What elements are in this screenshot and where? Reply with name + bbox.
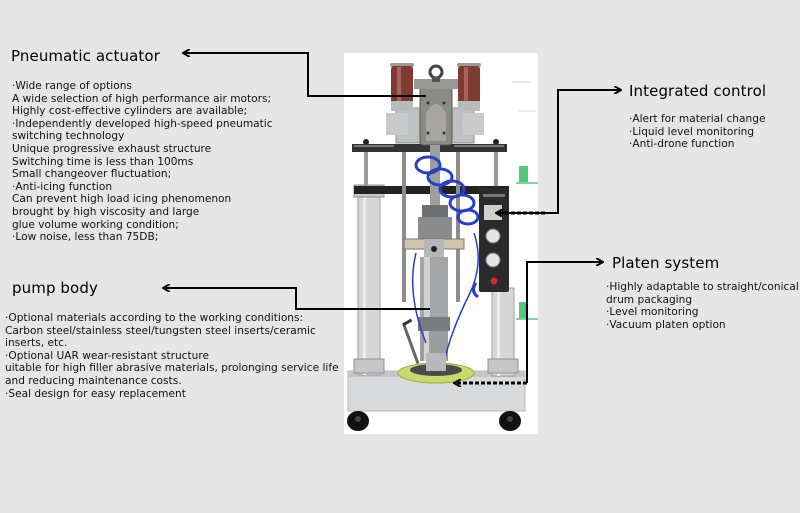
description-line: ·Alert for material change xyxy=(629,113,766,125)
left-column xyxy=(353,139,385,376)
platen-system-heading: Platen system xyxy=(612,254,720,272)
description-line: Small changeover fluctuation; xyxy=(12,168,172,181)
description-line: ·Level monitoring xyxy=(606,306,699,319)
description-line: Highly cost-effective cylinders are avai… xyxy=(12,105,248,118)
emergency-button xyxy=(490,277,498,285)
description-line: and reducing maintenance costs. xyxy=(5,374,182,387)
green-indicator-top xyxy=(519,166,528,182)
description-line: ·Seal design for easy replacement xyxy=(5,387,186,400)
description-line: ·Independently developed high-speed pneu… xyxy=(12,117,273,130)
description-line: ·Vacuum platen option xyxy=(606,318,726,331)
guide-rod-right xyxy=(456,152,460,302)
description-line: uitable for high filler abrasive materia… xyxy=(5,362,339,375)
description-line: Switching time is less than 100ms xyxy=(12,155,194,168)
machine-photo xyxy=(344,53,538,434)
machine-illustration xyxy=(347,63,538,431)
air-cylinder-right xyxy=(457,63,481,111)
integrated-control-heading: Integrated control xyxy=(629,82,767,100)
description-line: ·Low noise, less than 75DB; xyxy=(12,231,159,244)
description-line: inserts, etc. xyxy=(5,337,68,350)
pump-body-heading: pump body xyxy=(12,279,98,297)
description-line: ·Liquid level monitoring xyxy=(629,125,755,138)
control-box xyxy=(479,188,509,292)
pump-body-description: ·Optional materials according to the wor… xyxy=(5,312,339,400)
description-line: switching technology xyxy=(12,130,125,143)
side-markings xyxy=(512,81,536,112)
platen xyxy=(397,318,475,384)
description-line: ·Anti-drone function xyxy=(629,138,735,151)
description-line: Carbon steel/stainless steel/tungsten st… xyxy=(5,324,316,337)
description-line: drum packaging xyxy=(606,293,693,306)
description-line: brought by high viscosity and large xyxy=(12,205,200,218)
guide-rod-left xyxy=(402,152,406,302)
description-line: ·Wide range of options xyxy=(12,80,132,92)
description-line: ·Optional materials according to the wor… xyxy=(5,312,304,324)
air-motor-assembly xyxy=(386,64,484,146)
description-line: A wide selection of high performance air… xyxy=(12,92,272,105)
integrated-control-description: ·Alert for material change·Liquid level … xyxy=(629,113,765,151)
description-line: ·Highly adaptable to straight/conical xyxy=(606,281,799,293)
description-line: glue volume working condition; xyxy=(12,218,179,231)
pneumatic-actuator-heading: Pneumatic actuator xyxy=(11,47,160,65)
top-beam xyxy=(352,144,507,152)
description-line: ·Anti-icing function xyxy=(12,180,113,193)
description-line: Can prevent high load icing phenomenon xyxy=(12,193,232,206)
description-line: Unique progressive exhaust structure xyxy=(12,142,212,155)
green-indicator-bottom xyxy=(519,302,528,318)
arrow-platen-system xyxy=(526,262,602,383)
air-cylinder-left xyxy=(390,63,414,111)
lifting-eye xyxy=(428,64,444,80)
description-line: ·Optional UAR wear-resistant structure xyxy=(5,349,210,362)
